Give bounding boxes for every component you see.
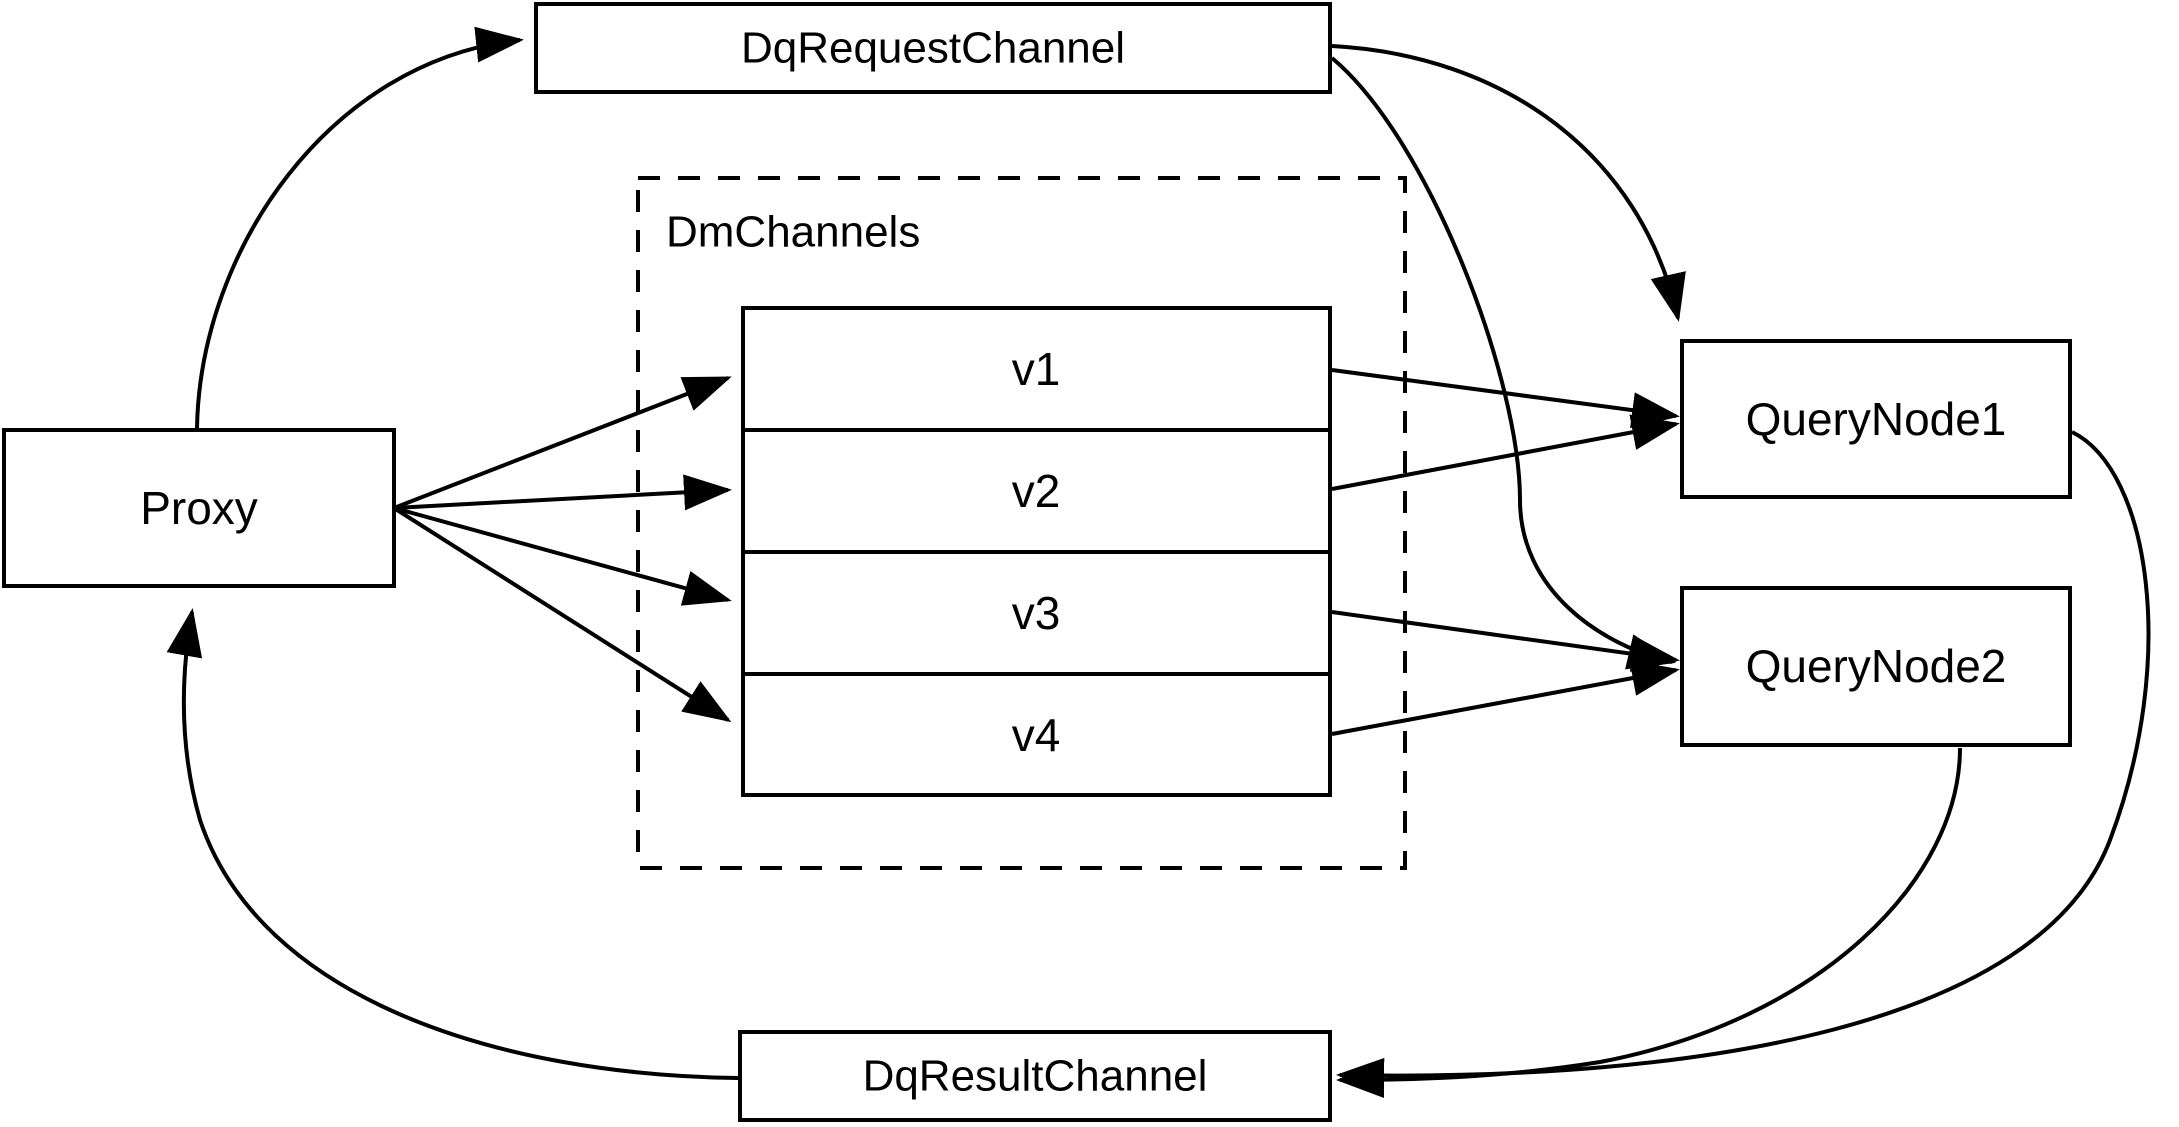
channel-row-v1[interactable]: v1 xyxy=(1012,343,1061,395)
channel-row-v4[interactable]: v4 xyxy=(1012,709,1061,761)
edge-proxy-to-v2 xyxy=(393,474,732,511)
dq-request-channel-label: DqRequestChannel xyxy=(741,24,1125,73)
edge-proxy-to-v3 xyxy=(393,506,732,606)
query-node-1-box[interactable] xyxy=(1680,339,2072,499)
query-node-1-label: QueryNode1 xyxy=(1746,393,2007,445)
dm-channels-group-border xyxy=(636,176,1407,870)
dq-result-channel-label: DqResultChannel xyxy=(863,1052,1208,1101)
edge-proxy-to-v1 xyxy=(393,376,732,510)
query-node-2-label: QueryNode2 xyxy=(1746,640,2007,692)
edge-proxy-to-dqrequestchannel xyxy=(195,26,524,429)
edge-v2-to-querynode1 xyxy=(1331,414,1680,491)
edge-layer xyxy=(166,26,2151,1098)
edge-v4-to-querynode2 xyxy=(1331,660,1680,736)
proxy-box[interactable] xyxy=(2,428,396,588)
edge-querynode2-to-dqresultchannel xyxy=(1336,747,1962,1098)
proxy-label: Proxy xyxy=(140,482,258,534)
node-dq-result-channel[interactable]: DqResultChannel xyxy=(738,1030,1332,1122)
edge-dqresultchannel-to-proxy xyxy=(166,608,739,1080)
dq-request-channel-box[interactable] xyxy=(534,2,1332,94)
edge-proxy-to-v4 xyxy=(392,506,732,723)
query-node-2-box[interactable] xyxy=(1680,586,2072,747)
edge-querynode1-to-dqresultchannel xyxy=(1336,430,2151,1094)
edge-dqrequestchannel-to-querynode1 xyxy=(1331,44,1686,322)
channel-stack: v1 v2 v3 v4 xyxy=(741,306,1332,797)
edge-v1-to-querynode1 xyxy=(1331,368,1680,429)
channel-row-v2[interactable]: v2 xyxy=(1012,465,1061,517)
dm-channels-group-label: DmChannels xyxy=(666,208,920,257)
dm-channels-group: DmChannels xyxy=(636,176,1407,870)
node-query-node-2[interactable]: QueryNode2 xyxy=(1680,586,2072,747)
edge-dqrequestchannel-to-querynode2 xyxy=(1330,56,1676,670)
node-query-node-1[interactable]: QueryNode1 xyxy=(1680,339,2072,499)
node-proxy[interactable]: Proxy xyxy=(2,428,396,588)
channel-row-v3[interactable]: v3 xyxy=(1012,587,1061,639)
dq-result-channel-box[interactable] xyxy=(738,1030,1332,1122)
edge-v3-to-querynode2 xyxy=(1331,610,1680,672)
node-dq-request-channel[interactable]: DqRequestChannel xyxy=(534,2,1332,94)
